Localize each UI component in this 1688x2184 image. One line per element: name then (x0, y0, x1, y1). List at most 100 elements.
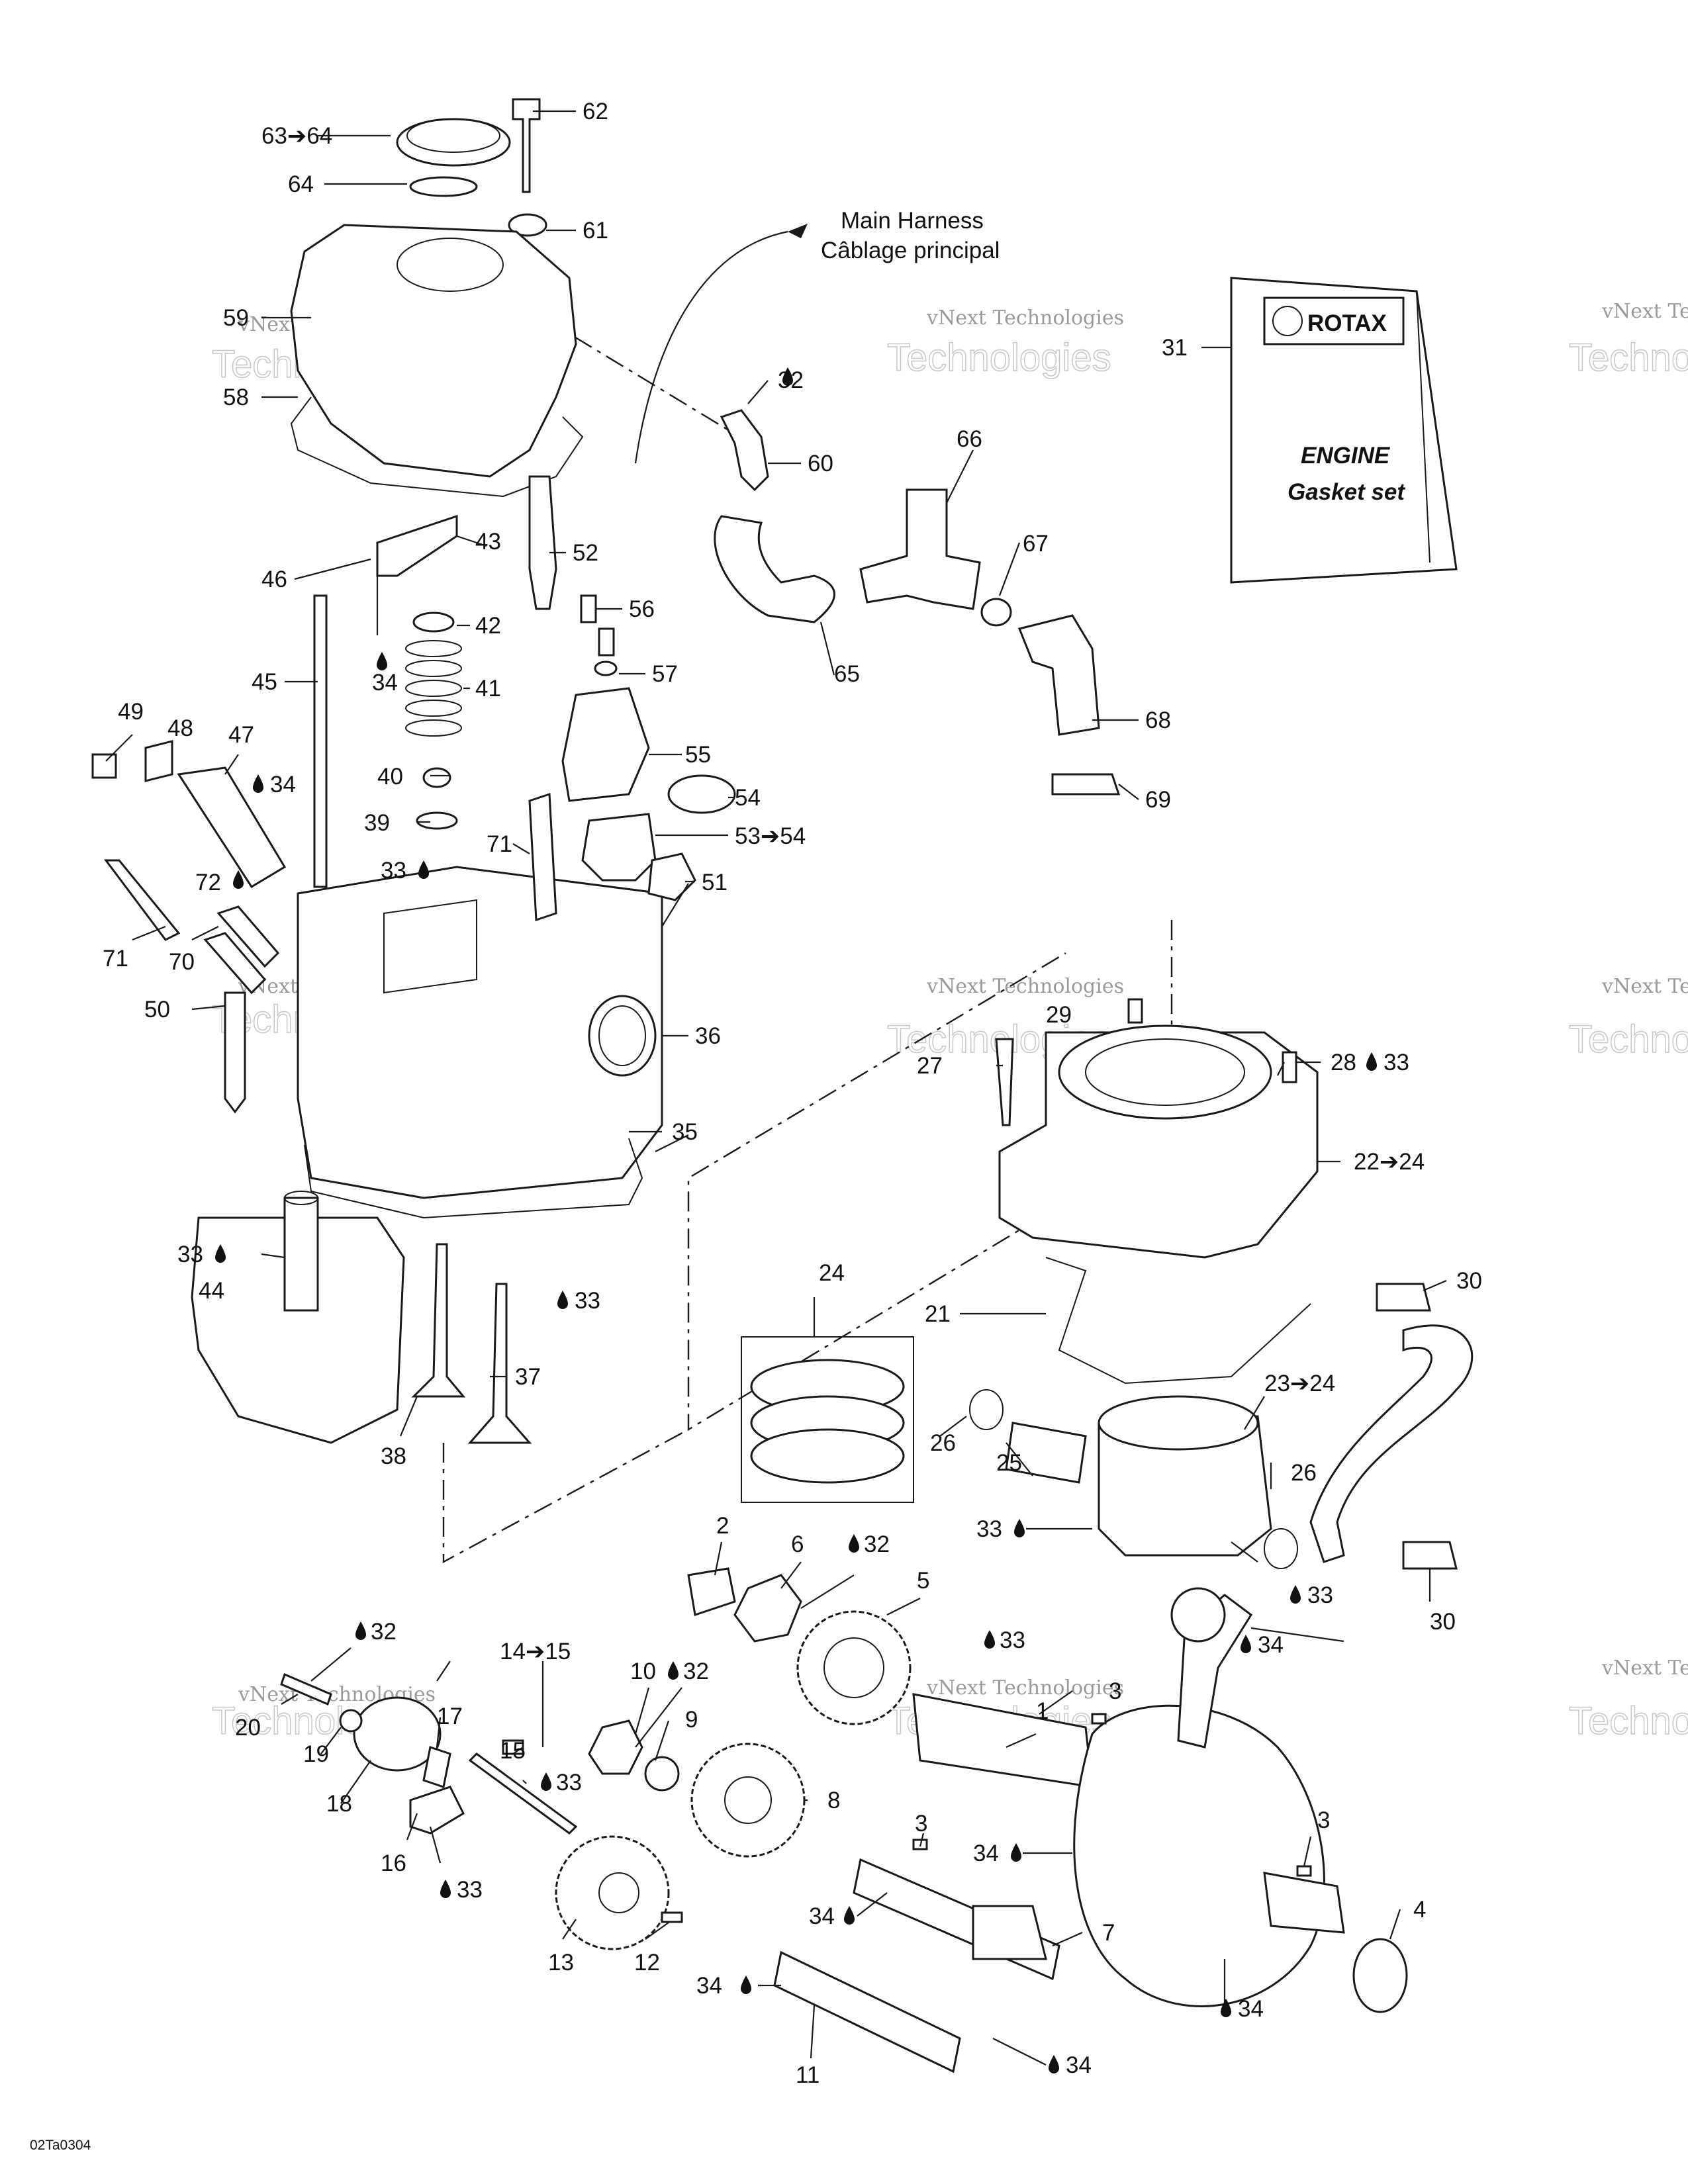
washer-9 (644, 1756, 680, 1792)
callout-41: 41 (475, 676, 501, 702)
cover-gasket (290, 396, 584, 498)
watermark-small-8: vNext Technologies (926, 1676, 1124, 1700)
callout-66: 66 (957, 426, 982, 452)
oil-drop-icon (849, 1534, 859, 1553)
rotax-logo-icon (1272, 306, 1303, 336)
lever-16 (409, 1786, 465, 1835)
callout-32-bolt: 32 (371, 1619, 397, 1645)
callout-53-54: 53➔54 (735, 823, 806, 849)
bushing-2 (687, 1567, 736, 1616)
booklet-brand: ROTAX (1307, 310, 1387, 336)
circlip-26-a (969, 1389, 1004, 1430)
plug-48 (144, 740, 173, 782)
callout-24: 24 (819, 1260, 845, 1286)
callout-4: 4 (1413, 1897, 1426, 1923)
callout-49: 49 (118, 699, 144, 725)
hose-65 (714, 515, 835, 623)
callout-30-upper: 30 (1456, 1268, 1482, 1294)
harness-curve (634, 230, 788, 464)
callout-68: 68 (1145, 707, 1171, 733)
bolt-56-b (598, 627, 615, 657)
oil-drop-icons (215, 367, 1377, 2073)
callout-43: 43 (475, 529, 501, 555)
head-bolt-50 (224, 991, 246, 1114)
oil-drop-icon (782, 367, 793, 386)
callout-9: 9 (685, 1707, 698, 1733)
piston-top (1098, 1395, 1259, 1451)
watermark-big-3: Technologies (1569, 336, 1688, 379)
gear-8 (690, 1743, 806, 1858)
oil-drop-icon (1290, 1585, 1301, 1604)
callout-33-piston: 33 (1307, 1582, 1333, 1608)
oil-drop-icon (741, 1976, 751, 1994)
cylinder-piston-group (741, 998, 1474, 1570)
camshaft-11 (773, 1950, 961, 2073)
gasket-set-booklet: ROTAX ENGINE Gasket set (1230, 277, 1458, 584)
callout-34-rocker: 34 (372, 670, 398, 696)
shaft-15 (468, 1752, 578, 1835)
tee-fitting-66 (859, 488, 981, 610)
oil-drop-icon (844, 1906, 855, 1925)
callout-11: 11 (796, 2062, 820, 2088)
coolant-hose-29 (1309, 1324, 1474, 1563)
callout-65: 65 (834, 661, 860, 687)
key-3-a (1091, 1713, 1107, 1725)
crankshaft-1 (1073, 1704, 1325, 2007)
callout-28: 28 (1331, 1050, 1356, 1075)
assembly-guide-lines (442, 316, 1173, 1564)
cylinder-head-group (91, 475, 736, 1219)
rotax-logo-box (1263, 296, 1405, 345)
nut-6 (733, 1574, 802, 1643)
callout-61: 61 (583, 218, 608, 244)
dowel-29 (1127, 998, 1143, 1024)
gear-5 (796, 1610, 912, 1725)
valve-37 (467, 1283, 532, 1444)
callout-34-shaft: 34 (270, 772, 296, 797)
figure-code: 02Ta0304 (30, 2138, 91, 2153)
callout-57: 57 (652, 661, 678, 687)
oil-drop-icon (440, 1880, 451, 1898)
cap-seal (409, 176, 478, 197)
sleeve-70-b (203, 932, 267, 995)
oil-drop-icon (253, 774, 263, 793)
callout-20: 20 (235, 1715, 261, 1741)
spring-17 (422, 1746, 451, 1788)
disc-18 (353, 1696, 442, 1772)
callout-33-valve: 33 (575, 1288, 600, 1314)
callout-33-head: 33 (381, 858, 406, 884)
callout-15: 15 (500, 1738, 526, 1764)
o-ring-4 (1352, 1938, 1408, 2013)
callout-67: 67 (1023, 531, 1049, 557)
callout-40: 40 (377, 764, 403, 790)
oil-drop-icon (1366, 1052, 1377, 1071)
callout-56: 56 (629, 596, 655, 622)
oil-drop-icon (541, 1772, 551, 1791)
base-gasket-21 (1045, 1257, 1311, 1385)
piston-23 (1098, 1415, 1272, 1557)
callout-64: 64 (288, 171, 314, 197)
plug-67 (980, 598, 1012, 627)
sleeve-70-a (216, 905, 280, 968)
cylinder-bore (1058, 1024, 1272, 1120)
callout-36: 36 (695, 1023, 721, 1049)
callout-33-tappet: 33 (177, 1242, 203, 1267)
callout-46: 46 (261, 567, 287, 592)
watermark-small-6: vNext Technologies (1601, 975, 1688, 998)
oil-drop-icon (984, 1630, 995, 1649)
bolt-grommet (508, 213, 547, 237)
callout-21: 21 (925, 1301, 951, 1327)
callout-26-right: 26 (1291, 1460, 1317, 1486)
callout-10: 10 (630, 1659, 656, 1684)
callout-33-cyl: 33 (1383, 1050, 1409, 1075)
callout-33-shaft: 33 (556, 1770, 582, 1796)
callout-14-15: 14➔15 (500, 1639, 571, 1664)
spark-plug-71 (104, 859, 181, 941)
callout-32-gear: 32 (683, 1659, 709, 1684)
valves-and-crankcase-group (191, 1191, 532, 1444)
oil-drop-icon (377, 652, 387, 670)
circlip-26-b (1264, 1528, 1298, 1569)
watermark-small-5: vNext Technologies (926, 975, 1124, 998)
callout-34-crank: 34 (973, 1841, 999, 1866)
callout-45: 45 (252, 669, 277, 695)
